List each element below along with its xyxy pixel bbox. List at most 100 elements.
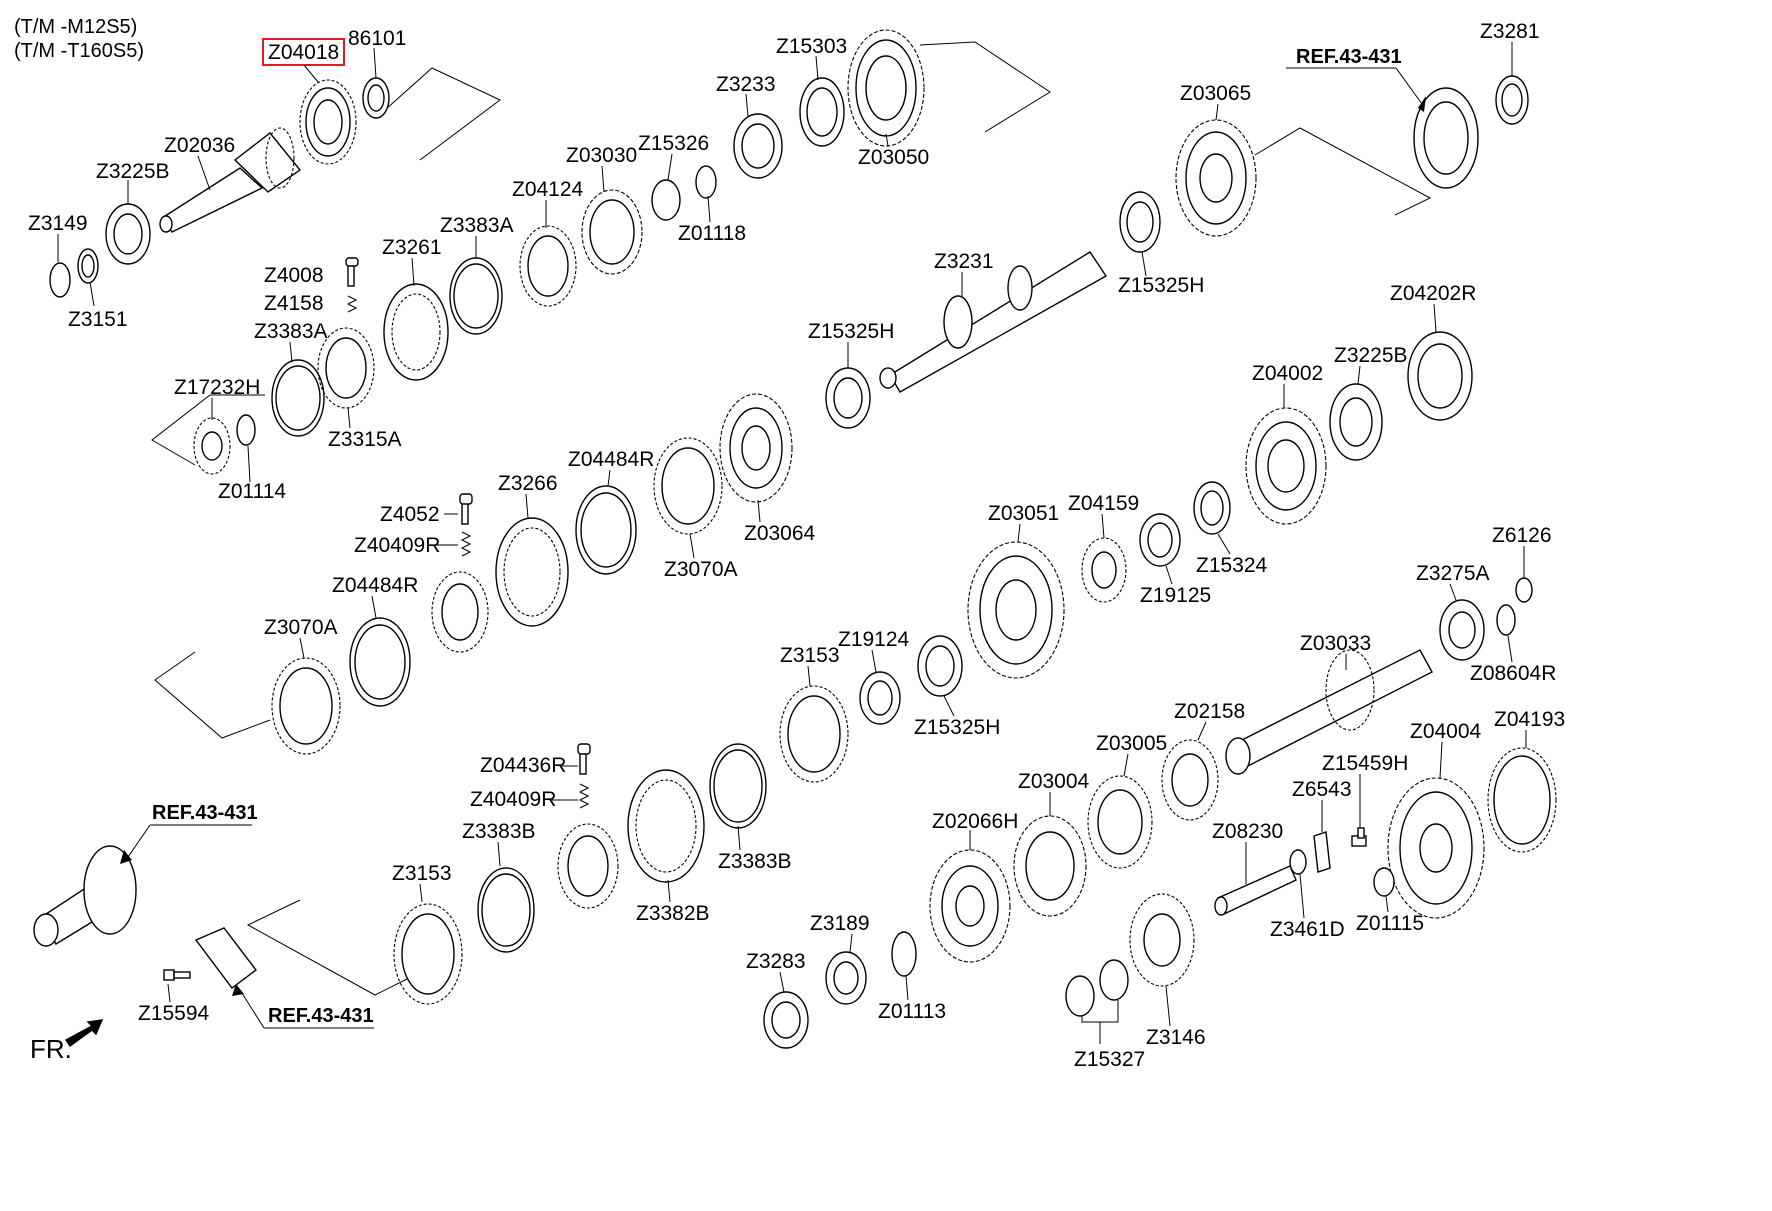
label-z03030[interactable]: Z03030 xyxy=(566,144,637,167)
part-z03051-gear[interactable] xyxy=(967,541,1065,679)
part-z4052-pin[interactable] xyxy=(459,493,473,525)
part-z4158-spring[interactable] xyxy=(346,295,358,313)
label-z04484r-1[interactable]: Z04484R xyxy=(568,448,654,471)
label-z03051[interactable]: Z03051 xyxy=(988,502,1059,525)
label-z3225b-1[interactable]: Z3225B xyxy=(96,160,170,183)
label-z04002[interactable]: Z04002 xyxy=(1252,362,1323,385)
part-z04004-gear[interactable] xyxy=(1387,777,1485,919)
label-z15303[interactable]: Z15303 xyxy=(776,35,847,58)
part-z4008-pin[interactable] xyxy=(345,257,359,287)
part-z3153-gear-1[interactable] xyxy=(779,685,849,783)
label-z3153-1[interactable]: Z3153 xyxy=(780,644,840,667)
label-z03005[interactable]: Z03005 xyxy=(1096,732,1167,755)
part-z04018-gear[interactable] xyxy=(299,79,357,165)
part-z40409r-spring-2[interactable] xyxy=(578,783,590,809)
part-z19125-collar[interactable] xyxy=(1139,513,1181,567)
label-z3383b-1[interactable]: Z3383B xyxy=(718,850,792,873)
label-z15325h-3[interactable]: Z15325H xyxy=(914,716,1000,739)
part-z04124-gear[interactable] xyxy=(519,225,577,307)
part-z3225b-bearing-2[interactable] xyxy=(1329,383,1383,461)
part-z03005-gear[interactable] xyxy=(1087,775,1153,869)
part-z15594-bolt[interactable] xyxy=(163,969,191,981)
part-z15325h-bearing-2[interactable] xyxy=(825,367,871,429)
part-z01113-ring[interactable] xyxy=(891,931,917,977)
label-z40409r-2[interactable]: Z40409R xyxy=(470,788,556,811)
label-z3383a-1[interactable]: Z3383A xyxy=(440,214,514,237)
label-z03064[interactable]: Z03064 xyxy=(744,522,816,545)
label-z3151[interactable]: Z3151 xyxy=(68,308,128,331)
part-86101-ring[interactable] xyxy=(362,77,390,119)
label-z04484r-2[interactable]: Z04484R xyxy=(332,574,418,597)
part-z19124-collar[interactable] xyxy=(859,671,901,725)
part-z3383b-shift-hub[interactable] xyxy=(557,823,619,909)
label-z01115[interactable]: Z01115 xyxy=(1356,912,1424,935)
part-z3189-bearing[interactable] xyxy=(825,951,867,1005)
part-z02066h-gear[interactable] xyxy=(929,849,1011,963)
part-z03050-gear[interactable] xyxy=(847,29,925,147)
part-z17232h-gear[interactable] xyxy=(193,417,231,475)
label-z3070a-2[interactable]: Z3070A xyxy=(264,616,338,639)
part-z15459h-bolt[interactable] xyxy=(1351,827,1367,847)
part-z01115-ring[interactable] xyxy=(1373,867,1395,897)
part-z15326-bearing[interactable] xyxy=(651,179,681,221)
label-z08604r[interactable]: Z08604R xyxy=(1470,662,1556,685)
part-z03064-gear[interactable] xyxy=(719,393,793,503)
label-z4008[interactable]: Z4008 xyxy=(264,264,324,287)
label-z01118[interactable]: Z01118 xyxy=(678,222,746,245)
part-z15327-bearing[interactable] xyxy=(1065,959,1129,1017)
label-z3146[interactable]: Z3146 xyxy=(1146,1026,1206,1049)
label-z6543[interactable]: Z6543 xyxy=(1292,778,1352,801)
part-z3266-sleeve[interactable] xyxy=(495,517,569,627)
label-z19124[interactable]: Z19124 xyxy=(838,628,910,651)
part-z3383b-ring-1[interactable] xyxy=(709,743,767,829)
part-z01114-ring[interactable] xyxy=(236,414,256,446)
part-z3070a-gear-2[interactable] xyxy=(271,657,341,755)
part-z3149-ring[interactable] xyxy=(49,262,71,298)
label-z3283[interactable]: Z3283 xyxy=(746,950,806,973)
ref-43-431-housing-front[interactable] xyxy=(33,845,137,947)
label-z15594[interactable]: Z15594 xyxy=(138,1002,210,1025)
label-z3149[interactable]: Z3149 xyxy=(28,212,88,235)
label-z01113[interactable]: Z01113 xyxy=(878,1000,946,1023)
label-z3261[interactable]: Z3261 xyxy=(382,236,442,259)
part-z3383a-ring-1[interactable] xyxy=(449,257,503,335)
part-z3275a-bearing[interactable] xyxy=(1439,599,1485,661)
label-z3225b-2[interactable]: Z3225B xyxy=(1334,344,1408,367)
label-z03050[interactable]: Z03050 xyxy=(858,146,929,169)
label-z3266[interactable]: Z3266 xyxy=(498,472,558,495)
part-z6126-ring[interactable] xyxy=(1515,577,1533,603)
part-z15324-bearing[interactable] xyxy=(1193,481,1231,535)
part-z08604r-ring[interactable] xyxy=(1496,604,1516,636)
label-z3461d[interactable]: Z3461D xyxy=(1270,918,1345,941)
label-z3153-2[interactable]: Z3153 xyxy=(392,862,452,885)
part-z40409r-spring-1[interactable] xyxy=(460,531,472,557)
part-z03004-gear[interactable] xyxy=(1013,815,1087,917)
label-z3233[interactable]: Z3233 xyxy=(716,73,776,96)
part-z04002-gear[interactable] xyxy=(1245,407,1327,525)
part-z08230-shaft[interactable] xyxy=(1214,865,1297,916)
label-z15327[interactable]: Z15327 xyxy=(1074,1048,1145,1071)
label-z01114[interactable]: Z01114 xyxy=(218,480,286,503)
part-z3070a-gear-1[interactable] xyxy=(653,437,723,535)
label-86101[interactable]: 86101 xyxy=(348,27,406,50)
ref-43-431-label-top[interactable]: REF.43-431 xyxy=(1296,46,1402,68)
ref-43-431-cover-plate[interactable] xyxy=(194,927,257,989)
label-z04193[interactable]: Z04193 xyxy=(1494,708,1565,731)
label-z15459h[interactable]: Z15459H xyxy=(1322,752,1408,775)
part-z3151-ring[interactable] xyxy=(77,248,99,284)
part-z3225b-bearing-1[interactable] xyxy=(105,203,151,265)
label-z3275a[interactable]: Z3275A xyxy=(1416,562,1490,585)
label-z04436r[interactable]: Z04436R xyxy=(480,754,566,777)
label-z02036[interactable]: Z02036 xyxy=(164,134,235,157)
label-z6126[interactable]: Z6126 xyxy=(1492,524,1552,547)
part-z3383b-ring-2[interactable] xyxy=(477,867,535,953)
label-z08230[interactable]: Z08230 xyxy=(1212,820,1283,843)
label-z02158[interactable]: Z02158 xyxy=(1174,700,1245,723)
label-z15326[interactable]: Z15326 xyxy=(638,132,709,155)
part-z01118-ring[interactable] xyxy=(695,165,717,199)
part-z03030-gear[interactable] xyxy=(581,189,643,275)
part-z03065-gear[interactable] xyxy=(1175,119,1257,237)
label-z03004[interactable]: Z03004 xyxy=(1018,770,1090,793)
label-z02066h[interactable]: Z02066H xyxy=(932,810,1018,833)
label-z3281[interactable]: Z3281 xyxy=(1480,20,1540,43)
